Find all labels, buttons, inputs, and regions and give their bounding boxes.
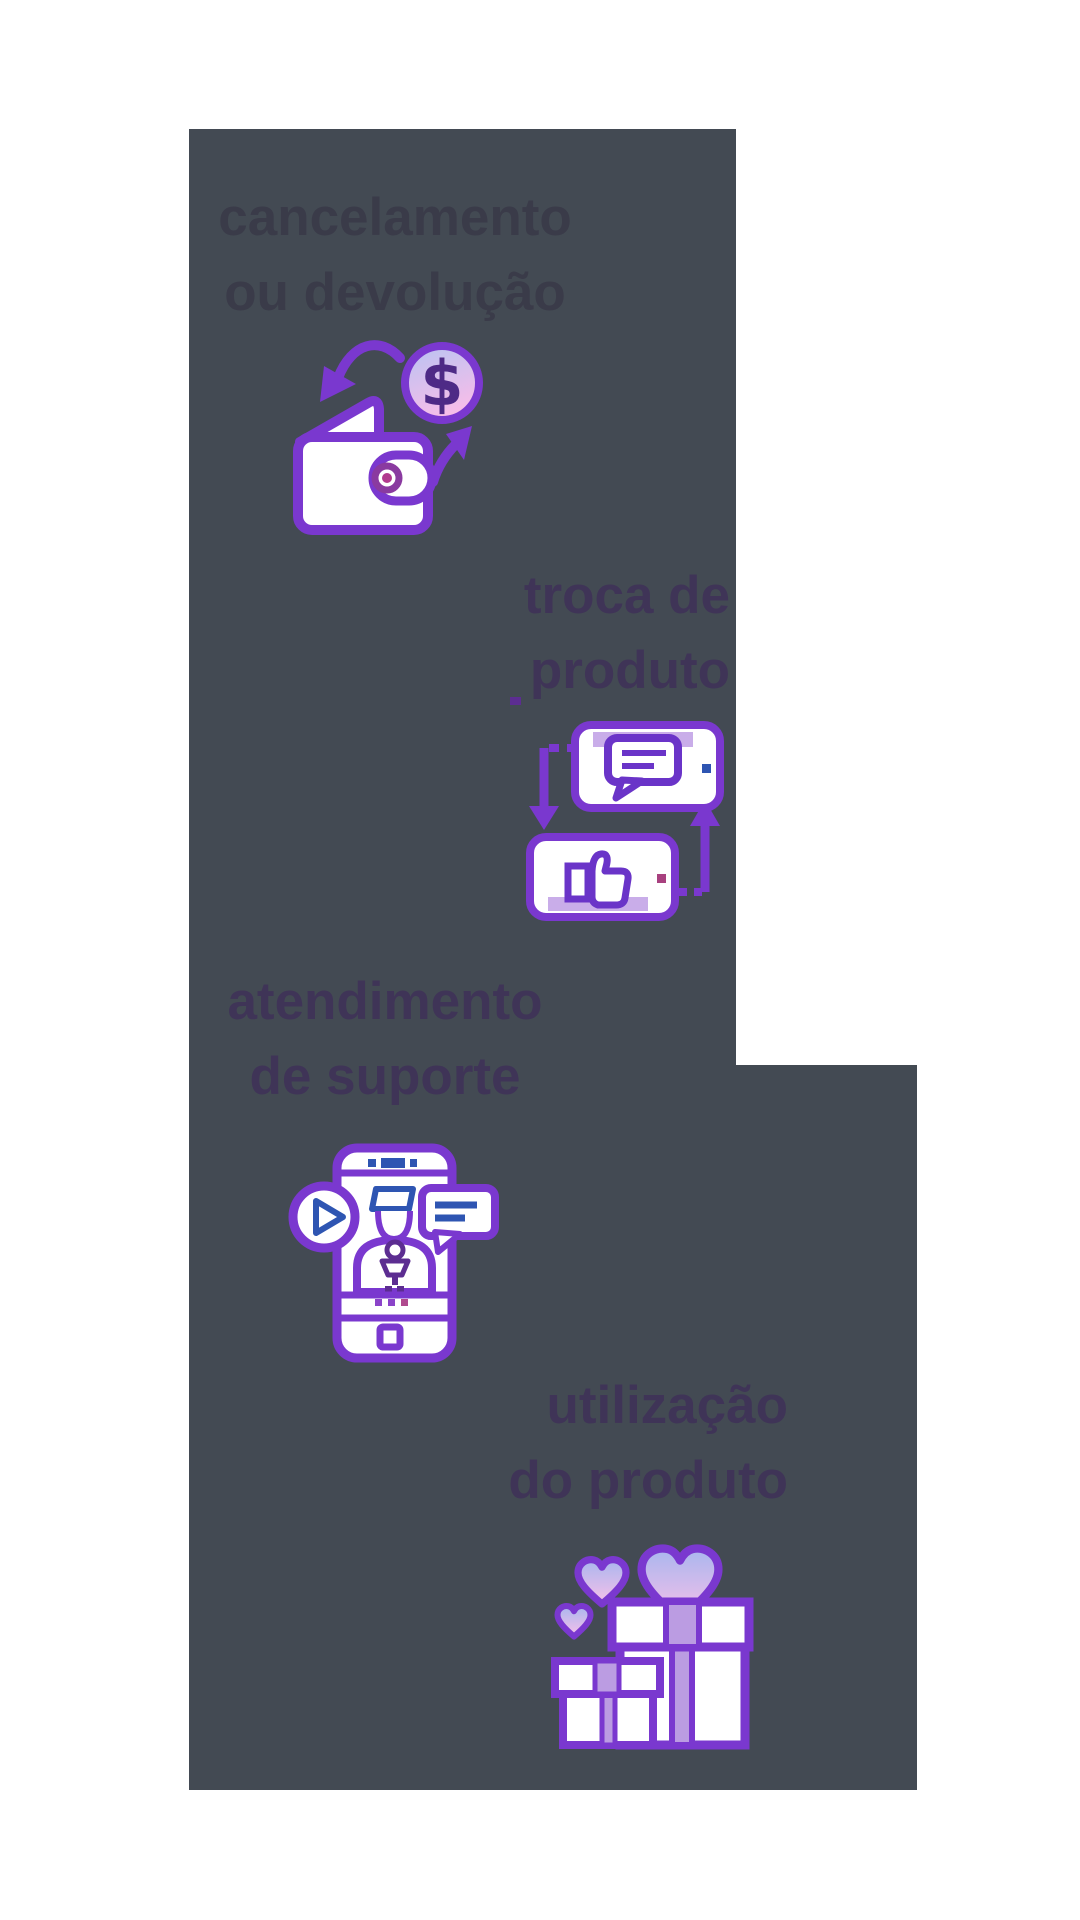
step-label-line: de suporte [249,1047,521,1106]
step-label-line: ou devolução [224,263,566,322]
step-label-line: cancelamento [218,188,572,247]
arrow-left-head [320,366,356,402]
heart-medium-icon [574,1556,630,1608]
gift-boxes-hearts-icon [551,1544,754,1750]
phone-top-button [702,764,711,773]
support-video-call-icon [288,1143,499,1363]
step-label-line: utilização [546,1376,788,1435]
coin-icon [401,342,483,424]
arrow-up-head [690,800,720,826]
step-label-line: produto [529,641,730,700]
step-label-utilizacao: utilização do produto [440,1368,788,1518]
arrow-up-head [446,426,472,460]
menu-dot [401,1299,408,1306]
step-label-troca: troca de produto [390,558,730,708]
wallet-money-return-icon: $ [293,340,483,535]
heart-small-icon [554,1603,594,1640]
step-label-cancelamento: cancelamento ou devolução [170,180,620,330]
dash-accent [510,697,521,705]
speaker-dot [410,1159,417,1167]
chat-bubble-tail [612,776,646,802]
wallet-button-dot [382,473,392,483]
tie-foot [397,1286,404,1293]
gift-small-lid-ribbon [592,1658,622,1697]
speech-tail [432,1229,463,1255]
dollar-sign: $ [420,347,463,420]
play-triangle-icon [313,1198,346,1236]
phone-bottom-button [657,874,666,883]
tie-stem [392,1276,398,1285]
step-label-line: troca de [523,566,730,625]
tie-knot [384,1239,406,1261]
step-label-line: do produto [508,1451,788,1510]
tie-foot [385,1286,392,1293]
agent-hat [369,1186,416,1212]
speaker-bar [381,1158,405,1168]
background-panel-right [736,1065,917,1790]
gift-large-body-ribbon [669,1642,695,1748]
gift-small-body-ribbon [599,1691,618,1748]
menu-dot [375,1299,382,1306]
home-button [376,1323,404,1351]
gift-large-lid-ribbon [663,1599,702,1650]
thumb-hand [588,850,632,909]
wallet-flap [295,396,384,447]
arrow-left-curve [333,340,405,383]
arrow-down-head [529,806,559,830]
speech-bubble [418,1184,499,1240]
step-label-atendimento: atendimento de suporte [165,964,605,1114]
chat-bubble [604,734,682,786]
agent-face [375,1210,413,1243]
speaker-dot [368,1159,376,1167]
thumb-fist [564,862,592,903]
menu-dot [388,1299,395,1306]
phones-exchange-icon [510,697,724,921]
tie-body [379,1258,411,1278]
step-label-line: atendimento [227,972,543,1031]
